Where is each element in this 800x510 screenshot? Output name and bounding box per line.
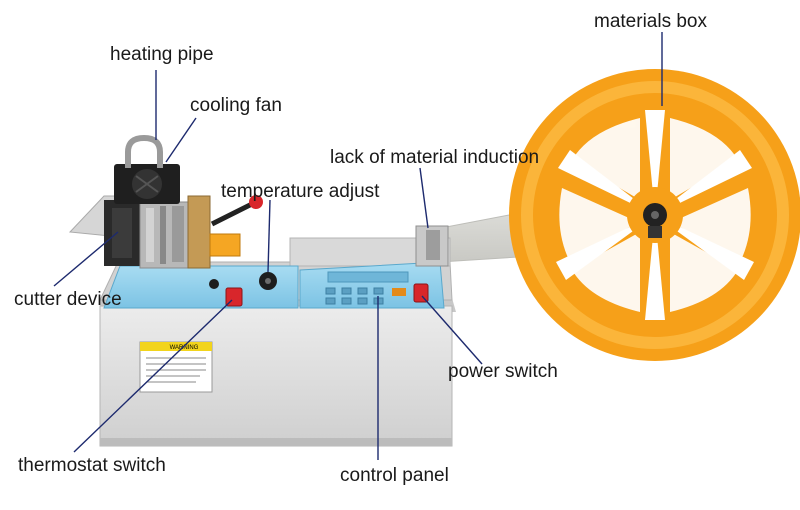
leader-cooling-fan bbox=[165, 117, 197, 163]
cutter-device bbox=[68, 195, 211, 269]
label-thermostat-switch: thermostat switch bbox=[18, 455, 166, 476]
leader-cutter-device bbox=[53, 231, 119, 287]
warning-sticker: WARNING bbox=[139, 341, 213, 393]
reel-spokes bbox=[556, 110, 754, 320]
label-cooling-fan: cooling fan bbox=[190, 95, 282, 116]
label-lack-of-material-induction: lack of material induction bbox=[330, 147, 540, 168]
material-reel bbox=[509, 69, 800, 361]
label-power-switch: power switch bbox=[448, 361, 558, 382]
label-heating-pipe: heating pipe bbox=[110, 44, 214, 65]
label-materials-box: materials box bbox=[594, 11, 707, 32]
leader-lines bbox=[53, 32, 663, 460]
control-panel-surface bbox=[103, 265, 299, 309]
leader-power-switch bbox=[421, 295, 483, 365]
cooling-fan bbox=[114, 164, 180, 204]
label-cutter-device: cutter device bbox=[14, 289, 122, 310]
leader-temperature-adjust bbox=[267, 199, 271, 273]
label-temperature-adjust: temperature adjust bbox=[221, 181, 380, 202]
leader-thermostat-switch bbox=[73, 299, 233, 453]
label-control-panel: control panel bbox=[340, 465, 449, 486]
material-sensor bbox=[415, 225, 449, 267]
heating-pipe-loop bbox=[125, 134, 163, 168]
power-switch bbox=[413, 283, 429, 303]
warning-caption: WARNING bbox=[170, 345, 199, 351]
temperature-lever bbox=[209, 195, 263, 257]
leader-lack-of-material bbox=[419, 167, 429, 229]
